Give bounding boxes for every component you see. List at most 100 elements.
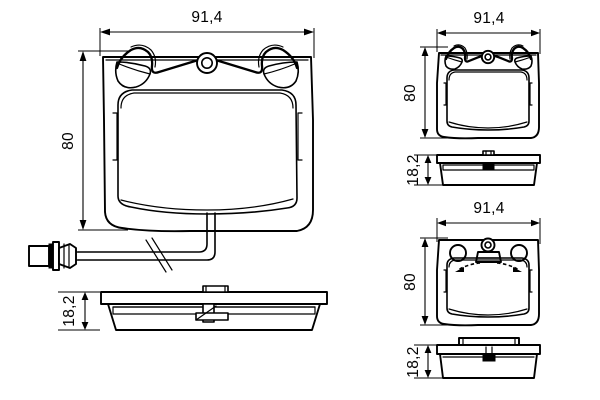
- arrowhead-top: [424, 155, 432, 163]
- main-left-scoop-recess: [114, 61, 152, 89]
- main-side-sensor-diag: [195, 305, 217, 321]
- arrowhead-left: [100, 28, 110, 36]
- dash-path: [496, 262, 520, 271]
- main-left-notch: [112, 112, 118, 161]
- dim-label-padc-height: 80: [402, 273, 419, 291]
- spring-left-inner: [453, 44, 468, 60]
- dim-label-main-width: 91,4: [191, 9, 222, 26]
- arrowhead-top: [79, 51, 87, 61]
- padc-friction-inner-top: [448, 259, 528, 268]
- arrowhead-bottom: [424, 370, 432, 378]
- padb-center-boss-rivet: [480, 49, 496, 65]
- padb-side-backing-plate: [436, 154, 541, 164]
- spring-left-arm: [115, 46, 207, 74]
- arrowhead-left: [437, 219, 446, 227]
- padb-left-notch: [443, 82, 447, 106]
- arrowhead-right: [531, 29, 540, 37]
- padc-friction-block: [446, 257, 530, 318]
- main-center-boss-rivet: [196, 52, 218, 74]
- sensor-break-mark-1: [145, 239, 167, 273]
- padb-friction-inner-bottom: [448, 121, 528, 129]
- dimension-padb-height: 80: [402, 46, 448, 139]
- dim-label-padb-thickness: 18,2: [405, 154, 422, 185]
- arrowhead-right: [531, 219, 540, 227]
- arrowhead-left: [437, 29, 446, 37]
- padc-left-notch: [443, 269, 447, 293]
- main-backing-plate: [102, 56, 314, 233]
- spring-left-arm: [444, 45, 490, 63]
- view-pad-c-front: 91,4 80: [402, 200, 541, 327]
- dim-label-padb-width: 91,4: [473, 10, 504, 27]
- connector-body: [28, 245, 50, 267]
- dim-label-padc-width: 91,4: [473, 200, 504, 217]
- arrowhead-bottom: [79, 220, 87, 230]
- arrowhead-bottom: [421, 129, 429, 138]
- main-side-sensor-tab: [202, 285, 229, 293]
- dim-label-main-thickness: 18,2: [61, 295, 78, 326]
- main-retaining-spring-clip: [115, 44, 299, 74]
- arrowhead-top: [421, 238, 429, 247]
- scoop-edge: [116, 62, 151, 75]
- padc-side-backing-plate: [436, 344, 541, 355]
- padc-center-boss-rivet: [480, 237, 496, 253]
- padc-backing-plate: [436, 239, 540, 327]
- dimension-padc-height: 80: [402, 237, 448, 326]
- scoop-outline: [114, 61, 152, 89]
- scoop-outline: [444, 55, 464, 70]
- padb-side-friction-block: [439, 162, 538, 186]
- boss-inner-ring: [484, 53, 492, 61]
- dimension-main-width: 91,4: [99, 9, 315, 58]
- dimension-padc-thickness: 18,2: [405, 344, 452, 379]
- padc-right-notch: [529, 269, 533, 293]
- padc-side-friction-block: [439, 353, 538, 379]
- padc-side-boss-body: [482, 353, 496, 362]
- dim-label-padc-thickness: 18,2: [405, 346, 422, 377]
- sensor-break-mark-2: [151, 237, 173, 271]
- dimension-padb-width: 91,4: [436, 10, 541, 54]
- arrowhead-bottom: [81, 322, 89, 330]
- main-right-notch: [297, 112, 303, 161]
- boss-outer-ring: [480, 49, 496, 65]
- arrowhead-top: [81, 292, 89, 300]
- arrowhead-right: [304, 28, 314, 36]
- scoop-edge: [263, 62, 298, 75]
- spring-right-inner: [257, 44, 284, 68]
- boss-outer-ring: [480, 237, 496, 253]
- spring-right-arm: [487, 45, 533, 63]
- view-pad-c-side: 18,2: [405, 337, 541, 379]
- arrowhead-bottom: [421, 316, 429, 325]
- boss-outer-ring: [196, 52, 218, 74]
- padb-friction-inner-top: [448, 71, 528, 81]
- dim-label-padb-height: 80: [402, 84, 419, 102]
- dash-arrowhead: [455, 267, 464, 272]
- spring-right-arm: [207, 46, 299, 74]
- view-pad-b-side: 18,2: [405, 150, 541, 186]
- dimension-main-height: 80: [60, 50, 128, 231]
- dimension-padc-width: 91,4: [436, 200, 541, 244]
- scoop-outline: [262, 61, 300, 89]
- padb-right-notch: [529, 82, 533, 106]
- sensor-wire-lower: [77, 212, 216, 261]
- arrowhead-top: [421, 47, 429, 56]
- padc-left-locating-hole: [449, 244, 467, 262]
- dim-label-main-height: 80: [60, 132, 77, 150]
- arrowhead-bottom: [424, 177, 432, 185]
- connector-shell: [58, 243, 77, 269]
- padc-right-dashed-arrow: [496, 262, 522, 272]
- padc-right-locating-hole: [510, 244, 528, 262]
- main-friction-block-inner-top: [120, 92, 294, 109]
- boss-inner-ring: [484, 241, 492, 249]
- padb-friction-block: [446, 69, 530, 131]
- main-right-scoop-recess: [262, 61, 300, 89]
- dash-path: [457, 262, 481, 271]
- main-friction-block: [117, 89, 298, 215]
- padb-side-boss-top: [482, 150, 495, 156]
- view-main-front: 91,4 80: [28, 9, 315, 273]
- dash-arrowhead: [513, 267, 522, 272]
- main-friction-block-inner-bottom: [120, 198, 294, 211]
- padc-left-dashed-arrow: [455, 262, 481, 272]
- spring-right-inner: [509, 44, 524, 60]
- view-main-side: 18,2: [58, 285, 328, 331]
